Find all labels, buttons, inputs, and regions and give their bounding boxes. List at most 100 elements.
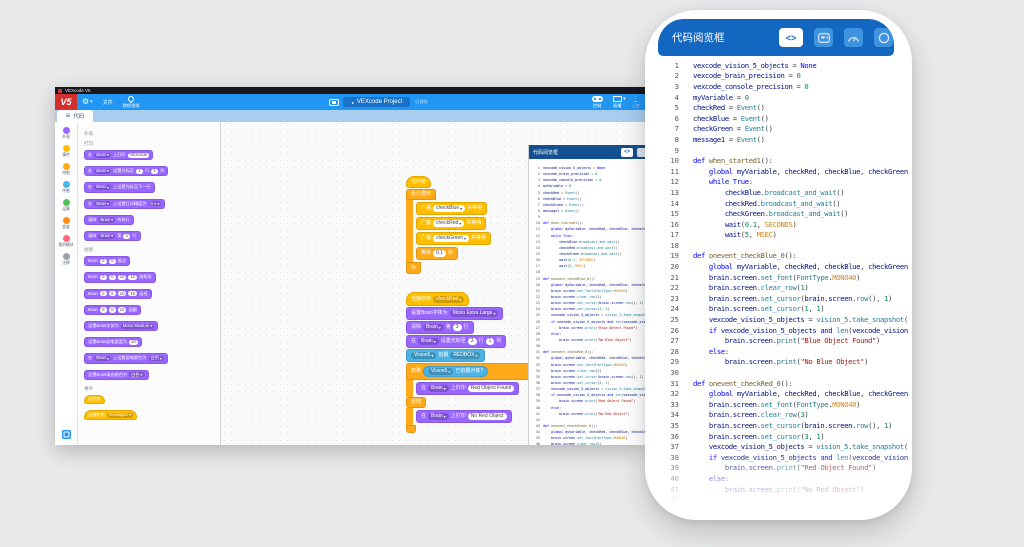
block[interactable]: 清除Brain第3行 bbox=[406, 321, 474, 334]
file-menu-button[interactable]: 文件 bbox=[98, 94, 118, 110]
dropdown[interactable]: Brain bbox=[428, 413, 449, 420]
tutorials-button[interactable]: 教程视频 bbox=[118, 94, 145, 110]
block[interactable]: 广播checkGreen并等待 bbox=[416, 232, 492, 245]
dropdown[interactable]: Brain bbox=[94, 152, 111, 158]
block[interactable] bbox=[406, 262, 422, 274]
block[interactable]: 清除Brain第1行 bbox=[84, 231, 141, 242]
settings-menu-button[interactable] bbox=[77, 94, 98, 110]
block-stack[interactable]: 当开始永久循环广播checkBlue并等待广播checkRed并等待广播chec… bbox=[406, 176, 492, 274]
device-icon[interactable] bbox=[637, 147, 645, 157]
number-input[interactable]: 0 bbox=[108, 291, 116, 297]
number-input[interactable]: 1 bbox=[151, 169, 159, 174]
number-input[interactable]: 0.1 bbox=[433, 250, 446, 257]
dropdown[interactable]: Vision5 bbox=[428, 368, 454, 375]
number-input[interactable]: 10 bbox=[128, 274, 138, 281]
block[interactable]: Vision5拍摄REDBOX bbox=[406, 349, 486, 362]
text-input[interactable]: No Red Object bbox=[467, 413, 507, 420]
category-item[interactable]: 我的模块 bbox=[56, 235, 76, 248]
dropdown[interactable]: Brain bbox=[418, 338, 439, 345]
category-item[interactable]: 控制 bbox=[56, 163, 76, 176]
dropdown[interactable]: checkGreen bbox=[433, 235, 469, 242]
dropdown[interactable]: Brain bbox=[98, 233, 116, 239]
block[interactable]: 广播checkRed并等待 bbox=[416, 217, 487, 230]
dropdown[interactable]: Vision5 bbox=[411, 352, 437, 359]
block[interactable]: 在Brain上设置光标至下一行 bbox=[84, 182, 155, 193]
dropdown[interactable]: 0.1 bbox=[148, 201, 162, 207]
block[interactable] bbox=[406, 425, 416, 433]
block[interactable]: 否则 bbox=[406, 397, 427, 408]
block[interactable]: 在Brain上打印Red Object Found bbox=[416, 382, 520, 395]
block[interactable]: 设置Brain填充颜色为白色 bbox=[84, 369, 149, 380]
dropdown[interactable]: REDBOX bbox=[450, 352, 481, 359]
block[interactable]: 在Brain上打印No Red Object bbox=[416, 410, 512, 423]
number-input[interactable]: 1 bbox=[123, 233, 131, 239]
dropdown[interactable]: checkRed bbox=[433, 220, 465, 227]
block-stack[interactable]: 当接收到checkRed设置Brain字体为Mono Extra Large清除… bbox=[406, 292, 574, 433]
dropdown[interactable]: 白色 bbox=[129, 372, 145, 378]
tab-code[interactable]: 代码 bbox=[57, 110, 93, 122]
code-icon[interactable] bbox=[779, 28, 803, 47]
number-input[interactable]: 10 bbox=[117, 274, 127, 281]
c-block[interactable]: 永久循环广播checkBlue并等待广播checkRed并等待广播checkGr… bbox=[406, 189, 492, 274]
console-icon[interactable] bbox=[874, 28, 893, 47]
dropdown[interactable]: Brain bbox=[94, 185, 111, 191]
condition-block[interactable]: Vision5已拍摄对象? bbox=[423, 366, 489, 377]
block[interactable]: 当开始 bbox=[84, 394, 105, 405]
controller-button[interactable]: 控制 bbox=[587, 94, 608, 110]
text-input[interactable]: VEXcode bbox=[127, 152, 150, 158]
device-manager-button[interactable] bbox=[61, 430, 71, 439]
category-item[interactable]: 注释 bbox=[56, 253, 76, 266]
category-item[interactable]: 外观 bbox=[56, 127, 76, 140]
block[interactable]: 在Brain设置光标至1行1列 bbox=[84, 166, 169, 177]
category-item[interactable]: 变量 bbox=[56, 217, 76, 230]
number-input[interactable]: 0 bbox=[99, 275, 107, 281]
upload-button[interactable]: 上传 bbox=[627, 94, 645, 110]
text-input[interactable]: Red Object Found bbox=[467, 385, 515, 392]
number-input[interactable]: 0 bbox=[108, 259, 116, 264]
number-input[interactable]: 0 bbox=[99, 259, 107, 264]
block[interactable]: 在Brain上设置画笔颜色为白色 bbox=[84, 353, 168, 364]
gauge-icon[interactable] bbox=[844, 28, 863, 47]
dropdown[interactable]: 白色 bbox=[148, 356, 164, 362]
code-icon[interactable] bbox=[621, 147, 633, 157]
number-input[interactable]: 1 bbox=[135, 169, 143, 174]
number-input[interactable]: 3 bbox=[467, 338, 477, 345]
dropdown[interactable]: Brain bbox=[94, 356, 111, 362]
dropdown[interactable]: Brain bbox=[94, 201, 111, 207]
number-input[interactable]: 10 bbox=[117, 306, 127, 313]
block[interactable]: 永久循环 bbox=[406, 189, 437, 200]
category-item[interactable]: 传感 bbox=[56, 181, 76, 194]
number-input[interactable]: 10 bbox=[128, 290, 138, 297]
block[interactable]: 在Brain上设置打印精度为0.1 bbox=[84, 198, 166, 209]
slot-select-button[interactable]: 插槽 bbox=[608, 94, 627, 110]
dropdown[interactable]: Brain bbox=[98, 217, 116, 223]
dropdown[interactable]: message1 bbox=[106, 412, 134, 418]
category-item[interactable]: 运算 bbox=[56, 199, 76, 212]
block[interactable]: 广播checkBlue并等待 bbox=[416, 202, 488, 215]
number-input[interactable]: 3 bbox=[452, 324, 462, 331]
number-input[interactable]: 0 bbox=[108, 275, 116, 281]
brain-icon[interactable] bbox=[814, 28, 833, 47]
brain-icon[interactable] bbox=[329, 98, 340, 106]
dropdown[interactable]: Mono Medium bbox=[120, 323, 155, 329]
number-input[interactable]: 0 bbox=[99, 291, 107, 297]
dropdown[interactable]: Brain bbox=[94, 169, 111, 174]
category-item[interactable]: 事件 bbox=[56, 145, 76, 158]
dropdown[interactable]: Brain bbox=[423, 324, 444, 331]
block[interactable]: 在Brain设置光标至3行1列 bbox=[406, 335, 507, 348]
number-input[interactable]: 10 bbox=[117, 290, 127, 297]
block[interactable]: 在Brain上打印VEXcode bbox=[84, 150, 154, 161]
number-input[interactable]: 0 bbox=[108, 307, 116, 313]
dropdown[interactable]: Brain bbox=[428, 385, 449, 392]
block[interactable]: 清除Brain所有行 bbox=[84, 214, 134, 226]
